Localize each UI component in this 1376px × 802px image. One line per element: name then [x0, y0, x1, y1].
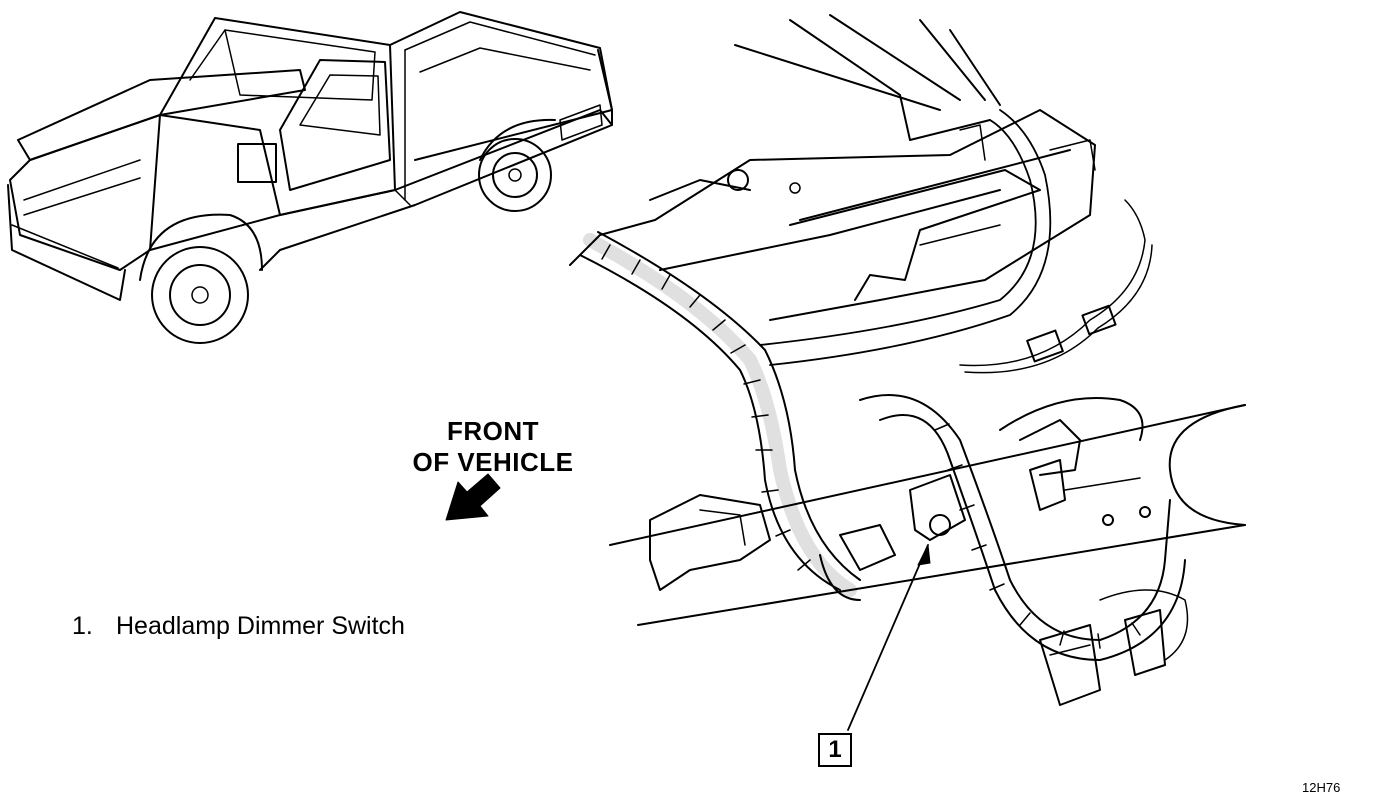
- arrow-down-left-icon: [445, 473, 501, 521]
- front-of-vehicle-label-line1: FRONT: [446, 416, 540, 446]
- legend-item-number: 1.: [72, 612, 93, 640]
- pickup-truck-illustration: [7, 11, 613, 344]
- front-of-vehicle-label-line2: OF VEHICLE: [412, 447, 574, 477]
- legend-item: 1. Headlamp Dimmer Switch: [72, 612, 405, 641]
- figure-id: 12H76: [1302, 780, 1341, 795]
- steering-column-assembly: [569, 14, 1246, 731]
- callout-box-1: 1: [818, 733, 852, 767]
- legend-item-text: Headlamp Dimmer Switch: [116, 612, 405, 640]
